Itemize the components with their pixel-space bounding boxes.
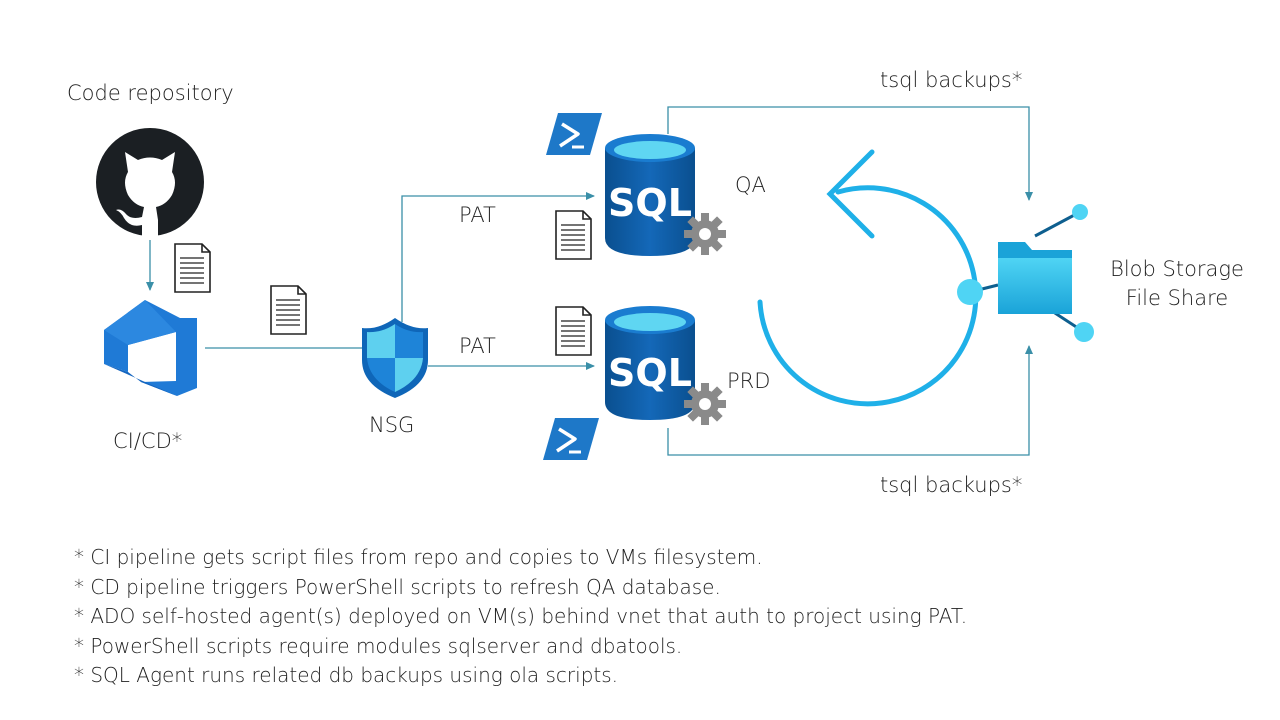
sql-qa-text: SQL (608, 181, 692, 225)
prd-backup-arrow (667, 345, 1033, 456)
code-repository-label: Code repository (67, 81, 234, 105)
blob-storage-label: Blob Storage File Share (1102, 257, 1252, 311)
qa-label: QA (735, 173, 766, 197)
footnotes: * CI pipeline gets script files from rep… (74, 543, 967, 691)
gear-icon (684, 383, 726, 425)
footnote: * ADO self-hosted agent(s) deployed on V… (74, 604, 968, 628)
footnote: * PowerShell scripts require modules sql… (74, 633, 683, 658)
footnote: * CD pipeline triggers PowerShell script… (74, 574, 721, 599)
document-icon (174, 243, 211, 293)
azure-devops-icon (104, 300, 197, 396)
tsql-backups-bottom-label: tsql backups* (880, 473, 1023, 497)
qa-backup-arrow (667, 106, 1033, 201)
nsg-to-qa-arrow (401, 192, 595, 322)
pat-prd-label: PAT (459, 334, 496, 358)
cicd-label: CI/CD* (113, 429, 183, 453)
document-icon (270, 285, 307, 335)
powershell-icon (546, 113, 602, 155)
footnote: * CI pipeline gets script files from rep… (74, 545, 763, 569)
sql-prd-text: SQL (608, 351, 692, 395)
tsql-backups-top-label: tsql backups* (880, 68, 1023, 92)
refresh-arrow-icon (757, 149, 979, 407)
nsg-shield-icon (362, 318, 428, 398)
document-icon (555, 210, 592, 260)
gear-icon (684, 213, 726, 255)
document-icon (555, 306, 592, 356)
github-icon (96, 128, 204, 236)
blob-storage-line1: Blob Storage (1110, 257, 1244, 281)
connectors (146, 106, 1033, 456)
footnote: * SQL Agent runs related db backups usin… (74, 663, 619, 687)
nsg-label: NSG (369, 413, 415, 437)
blob-storage-folder-icon (957, 204, 1094, 342)
sql-database-qa-icon: SQL (605, 134, 695, 256)
sql-database-prd-icon: SQL (605, 306, 695, 420)
powershell-icon (543, 418, 599, 460)
blob-storage-line2: File Share (1125, 286, 1229, 311)
pat-qa-label: PAT (459, 203, 496, 227)
prd-label: PRD (727, 369, 771, 393)
